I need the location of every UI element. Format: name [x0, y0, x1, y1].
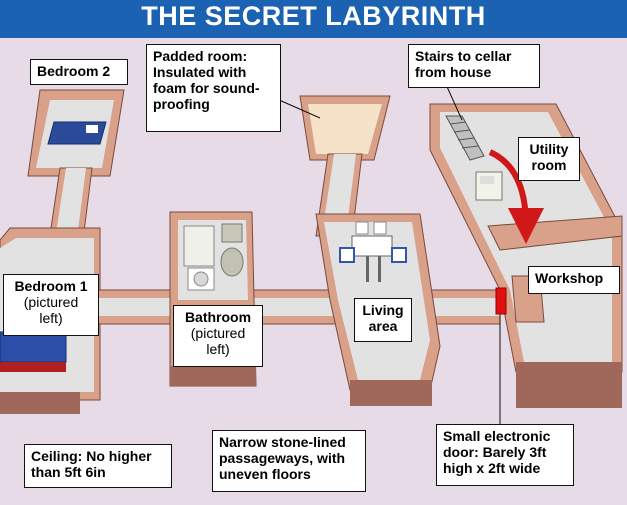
- dining-table: [351, 235, 393, 257]
- label-passageways-line1: Narrow stone-lined: [219, 434, 346, 450]
- label-door-line1: Small electronic: [443, 428, 551, 444]
- label-padded-line4: proofing: [153, 96, 210, 112]
- label-bathroom-line2: (pictured: [190, 325, 246, 341]
- label-padded-line1: Padded room:: [153, 48, 248, 64]
- toilet-cistern: [221, 223, 243, 243]
- label-electronic-door: Small electronic door: Barely 3ft high x…: [436, 424, 574, 486]
- table-leg-2: [378, 256, 381, 282]
- label-ceiling-line1: Ceiling: No higher: [31, 448, 152, 464]
- label-utility-room: Utility room: [518, 137, 580, 181]
- label-workshop-text: Workshop: [535, 270, 604, 286]
- label-bedroom2: Bedroom 2: [30, 59, 128, 85]
- label-door-line3: high x 2ft wide: [443, 460, 541, 476]
- living-front-face: [350, 380, 432, 406]
- label-ceiling: Ceiling: No higher than 5ft 6in: [24, 444, 172, 488]
- bedroom1-front-face: [0, 392, 80, 414]
- bathroom-front-face: [170, 366, 256, 386]
- label-living-line2: area: [368, 318, 398, 334]
- label-living-line1: Living: [362, 302, 404, 318]
- label-passageways-line2: passageways, with: [219, 450, 346, 466]
- chair-back-1: [355, 221, 369, 235]
- chair-left: [339, 247, 355, 263]
- label-bedroom1: Bedroom 1 (pictured left): [3, 274, 99, 336]
- label-bedroom1-line2: (pictured: [23, 294, 79, 310]
- label-padded-room: Padded room: Insulated with foam for sou…: [146, 44, 281, 132]
- electronic-door: [495, 287, 507, 315]
- workshop-front-face: [516, 362, 622, 408]
- label-door-line2: door: Barely 3ft: [443, 444, 547, 460]
- label-stairs: Stairs to cellar from house: [408, 44, 540, 88]
- label-bedroom1-line3: left): [39, 310, 63, 326]
- label-bathroom: Bathroom (pictured left): [173, 305, 263, 367]
- pillow-bedroom2: [86, 125, 98, 133]
- chair-back-2: [373, 221, 387, 235]
- label-utility-line1: Utility: [529, 141, 569, 157]
- label-bathroom-line3: left): [206, 341, 230, 357]
- label-passageways-line3: uneven floors: [219, 466, 311, 482]
- toilet-bowl: [220, 247, 244, 277]
- main-passage-floor: [94, 298, 500, 316]
- title-bar: THE SECRET LABYRINTH: [0, 0, 627, 38]
- label-workshop: Workshop: [528, 266, 620, 294]
- label-stairs-line1: Stairs to cellar: [415, 48, 512, 64]
- label-ceiling-line2: than 5ft 6in: [31, 464, 106, 480]
- furniture: [0, 115, 503, 372]
- label-bedroom2-text: Bedroom 2: [37, 63, 111, 79]
- label-bathroom-line1: Bathroom: [184, 309, 252, 325]
- label-utility-line2: room: [531, 157, 567, 173]
- label-living-area: Living area: [354, 298, 412, 342]
- bed-bedroom1-base: [0, 362, 66, 372]
- label-padded-line3: foam for sound-: [153, 80, 260, 96]
- chair-right: [391, 247, 407, 263]
- stairs: [445, 115, 485, 161]
- label-stairs-line2: from house: [415, 64, 492, 80]
- corridor-b2-b1-floor: [54, 168, 86, 246]
- direction-arrow: [488, 149, 544, 244]
- bathroom-sink-basin: [193, 271, 209, 287]
- bathroom-cabinet: [183, 225, 215, 267]
- page-title: THE SECRET LABYRINTH: [141, 1, 486, 31]
- label-bedroom1-line1: Bedroom 1: [14, 278, 88, 294]
- padded-room-floor: [308, 104, 382, 154]
- label-padded-line2: Insulated with: [153, 64, 247, 80]
- table-leg-1: [366, 256, 369, 282]
- utility-appliance-panel: [480, 176, 494, 184]
- label-passageways: Narrow stone-lined passageways, with une…: [212, 430, 366, 492]
- bed-bedroom1: [0, 331, 67, 363]
